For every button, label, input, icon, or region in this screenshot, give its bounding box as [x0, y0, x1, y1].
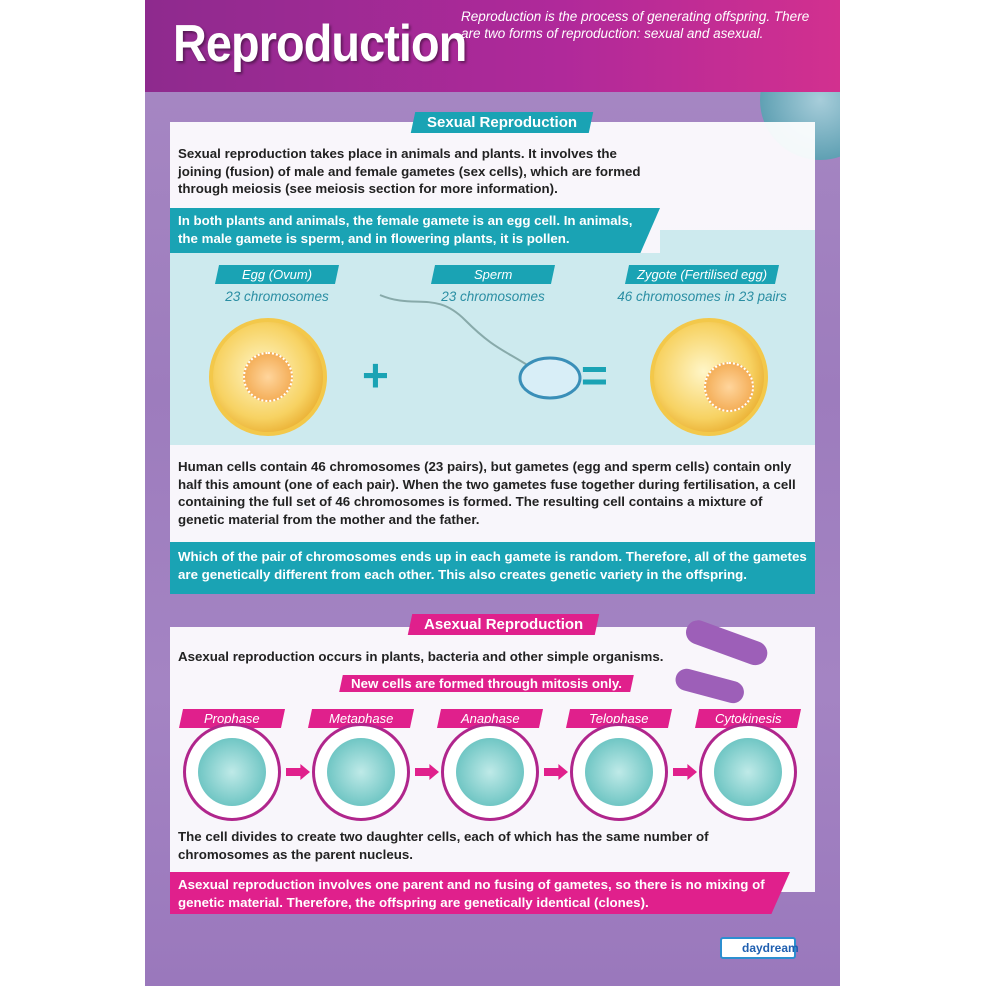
sexual-heading: Sexual Reproduction	[410, 112, 594, 133]
mitosis-text: The cell divides to create two daughter …	[178, 829, 709, 862]
phase-image	[441, 723, 539, 821]
sexual-intro: Sexual reproduction takes place in anima…	[178, 146, 641, 196]
fertilisation-panel-top	[660, 230, 815, 253]
zygote-label: Zygote (Fertilised egg)	[624, 265, 780, 284]
zygote-sub: 46 chromosomes in 23 pairs	[617, 289, 787, 304]
gamete-band: In both plants and animals, the female g…	[170, 208, 660, 253]
page-title: Reproduction	[173, 15, 467, 73]
phase-image	[570, 723, 668, 821]
arrow-icon	[286, 764, 310, 780]
random-band: Which of the pair of chromosomes ends up…	[170, 542, 815, 594]
clones-band: Asexual reproduction involves one parent…	[170, 872, 790, 914]
zygote-image	[650, 318, 768, 436]
header: Reproduction Reproduction is the process…	[145, 0, 840, 92]
egg-sub: 23 chromosomes	[225, 289, 329, 304]
chromosome-text: Human cells contain 46 chromosomes (23 p…	[178, 459, 796, 527]
phase-image	[699, 723, 797, 821]
bacteria-image	[675, 620, 768, 704]
plus-sign: +	[362, 349, 389, 401]
sperm-sub: 23 chromosomes	[441, 289, 545, 304]
phase-image	[312, 723, 410, 821]
mitosis-note: New cells are formed through mitosis onl…	[339, 675, 634, 692]
asexual-heading: Asexual Reproduction	[407, 614, 600, 635]
poster: Reproduction Reproduction is the process…	[145, 0, 840, 986]
daydream-logo: daydream	[720, 937, 799, 959]
equals-sign: =	[581, 349, 608, 401]
sperm-image	[379, 294, 582, 400]
intro-text: Reproduction is the process of generatin…	[461, 9, 810, 41]
arrow-icon	[415, 764, 439, 780]
sperm-label: Sperm	[430, 265, 556, 284]
egg-cell-image	[209, 318, 327, 436]
arrow-icon	[544, 764, 568, 780]
egg-label: Egg (Ovum)	[214, 265, 340, 284]
arrow-icon	[673, 764, 697, 780]
phase-image	[183, 723, 281, 821]
asexual-intro: Asexual reproduction occurs in plants, b…	[178, 649, 664, 664]
